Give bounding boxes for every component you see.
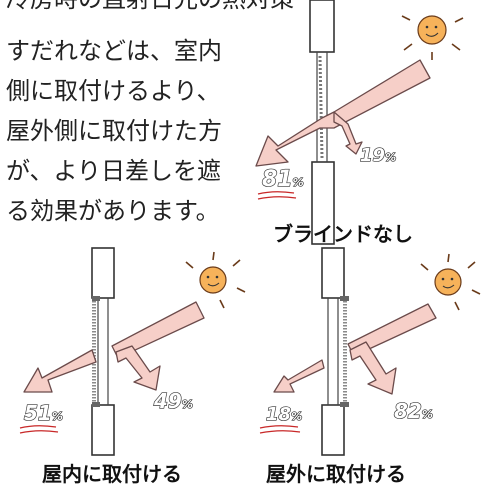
wall-lower [311,161,335,245]
underline-mark [19,425,57,429]
sun-icon [185,251,246,309]
description-line-2: 側に取付けるより、 [6,77,221,105]
caption-outdoor: 屋外に取付ける [266,462,406,486]
panel-no-blind: 81% 19% [255,0,464,245]
caption-indoor: 屋内に取付ける [42,462,182,486]
underline-mark [259,425,299,429]
description-line-4: が、より日差しを遮 [6,157,222,185]
description-line-1: すだれなどは、室内 [6,37,222,65]
description-line-5: る効果があります。 [6,197,220,225]
description-line-cut: 冷房時の直射日光の熱対策 [6,0,294,11]
inside-percentage: 18% [266,404,302,425]
reflected-heat-arrow [115,345,161,391]
outside-percentage: 19% [360,145,396,166]
wall-upper [91,247,115,299]
sun-icon [401,15,464,60]
description-line-3: 屋外側に取付けた方 [6,117,222,145]
transmitted-heat-arrow [23,349,97,393]
wall-upper [321,247,345,299]
panel-indoor-blind: 51% 49% [19,247,246,456]
inside-percentage: 51% [24,401,63,425]
inside-percentage: 81% [262,167,304,192]
outside-percentage: 82% [394,399,433,423]
reflected-heat-arrow [349,341,397,395]
reflected-heat-arrow [333,111,363,155]
underline-mark [257,191,295,195]
panel-outdoor-blind: 18% 82% [259,247,481,456]
transmitted-heat-arrow [255,59,431,167]
wall-lower [91,404,115,456]
wall-upper [309,0,335,53]
caption-no-blind: ブラインドなし [273,222,413,246]
sun-icon [420,253,481,311]
wall-lower [321,404,345,456]
outside-percentage: 49% [153,389,193,413]
transmitted-heat-arrow [273,359,325,393]
